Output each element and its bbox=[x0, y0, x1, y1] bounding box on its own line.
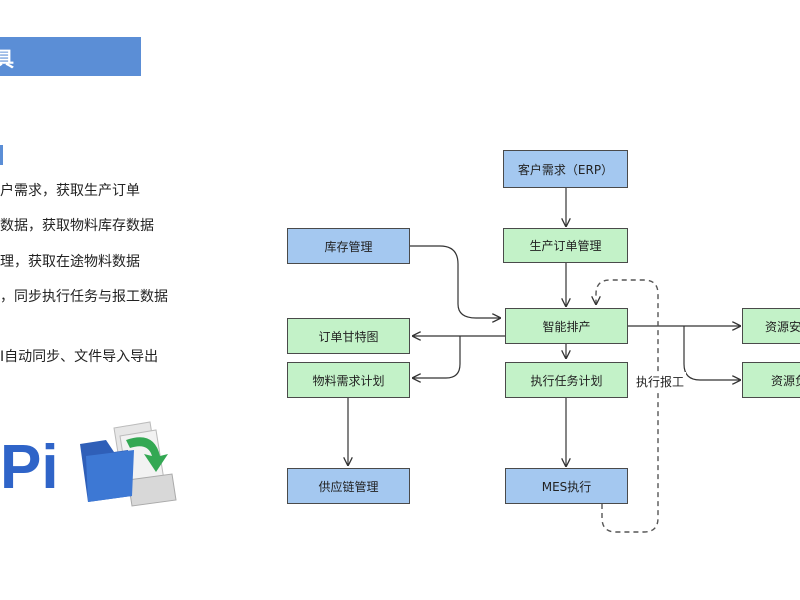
feature-line-4: ，同步执行任务与报工数据 bbox=[0, 289, 168, 305]
node-smart-scheduling: 智能排产 bbox=[505, 308, 628, 344]
node-mes: MES执行 bbox=[505, 468, 628, 504]
file-import-export-icon bbox=[80, 421, 177, 507]
node-production-order: 生产订单管理 bbox=[503, 228, 628, 263]
node-exec-task: 执行任务计划 bbox=[505, 362, 628, 398]
node-material-plan: 物料需求计划 bbox=[287, 362, 410, 398]
node-resource-b: 资源负 bbox=[742, 362, 800, 398]
feedback-loop-label: 执行报工 bbox=[634, 372, 687, 391]
feature-line-1: 户需求，获取生产订单 bbox=[0, 183, 140, 199]
node-customer-demand: 客户需求（ERP） bbox=[503, 150, 628, 188]
feature-line-5: I自动同步、文件导入导出 bbox=[0, 349, 159, 365]
feature-line-2: 数据，获取物料库存数据 bbox=[0, 218, 154, 234]
feature-line-3: 理，获取在途物料数据 bbox=[0, 254, 140, 270]
section-title: 具 bbox=[0, 47, 14, 71]
node-supply-chain: 供应链管理 bbox=[287, 468, 410, 504]
node-gantt: 订单甘特图 bbox=[287, 318, 410, 354]
section-title-bar: 具 bbox=[0, 37, 141, 76]
accent-marker bbox=[0, 145, 3, 165]
node-inventory: 库存管理 bbox=[287, 228, 410, 264]
node-resource-a: 资源安 bbox=[742, 308, 800, 344]
